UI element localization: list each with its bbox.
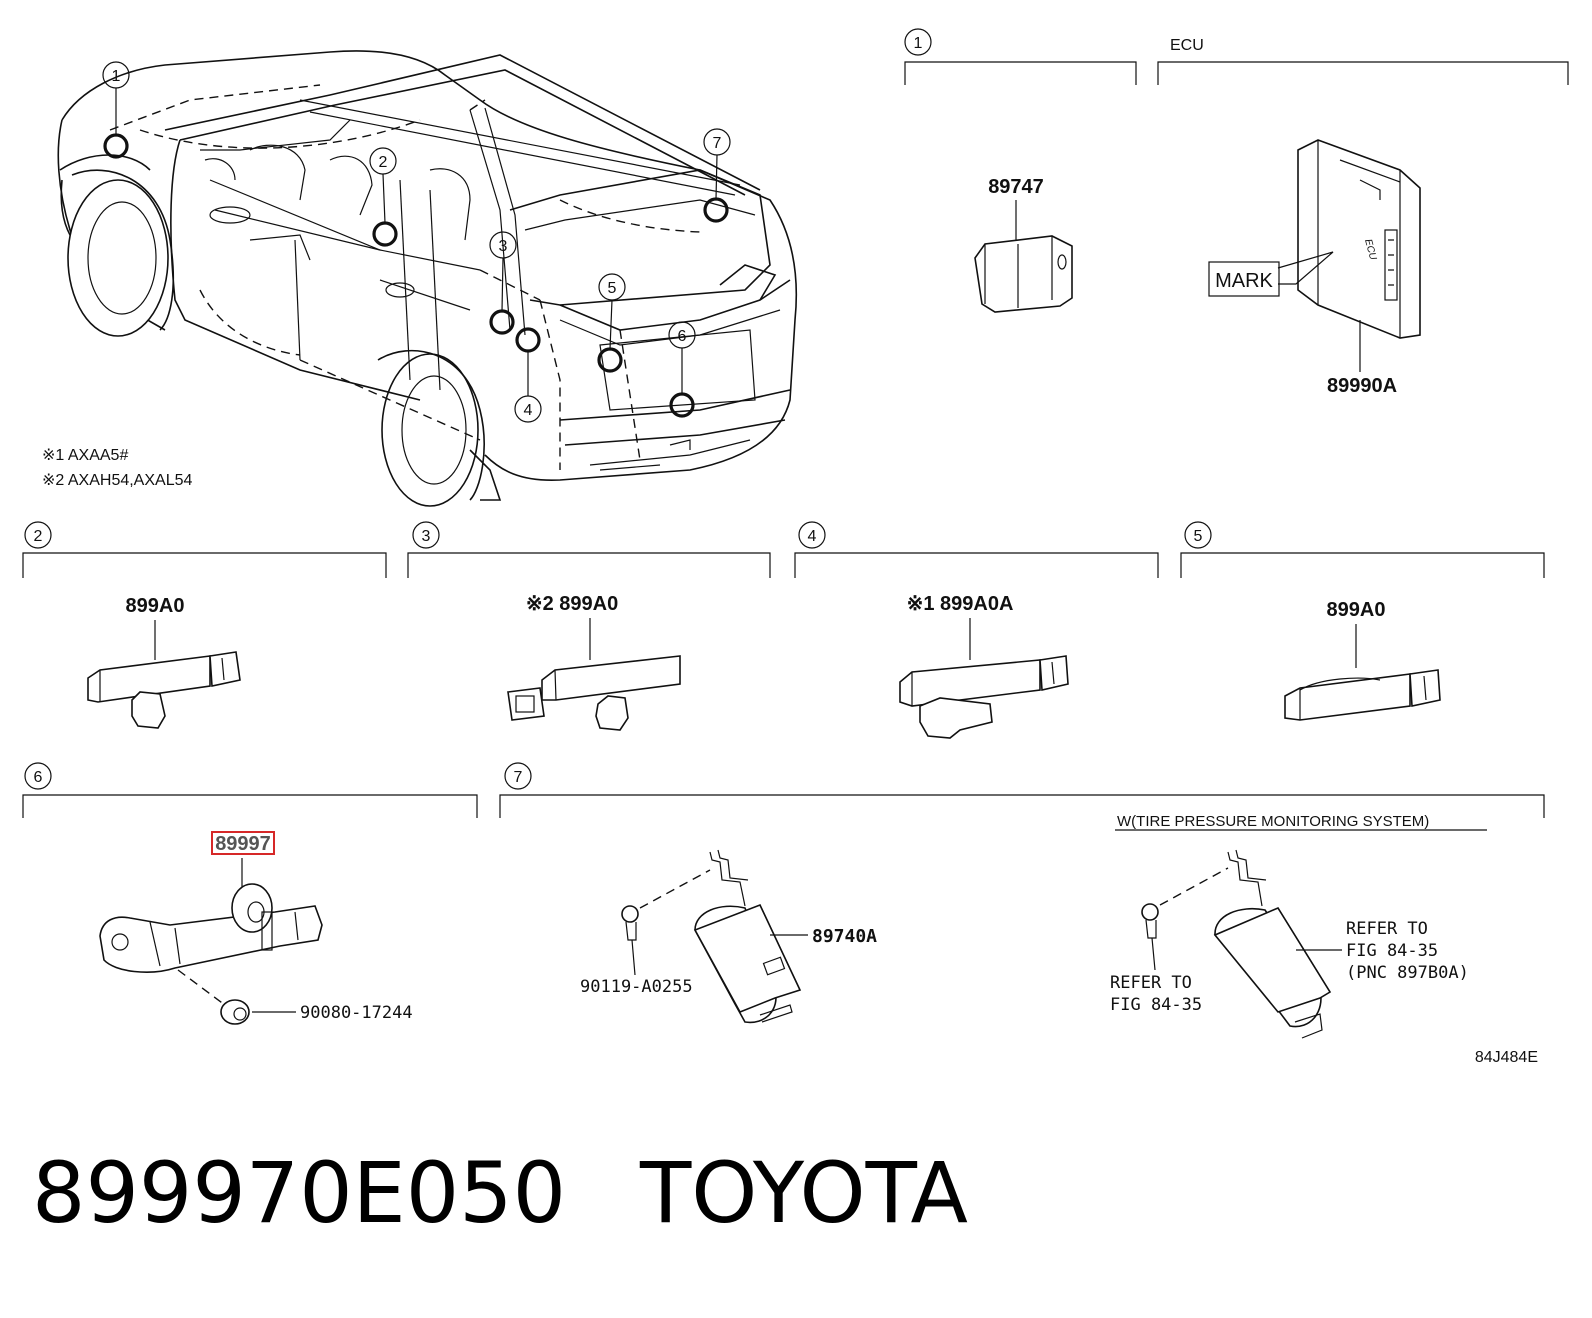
svg-text:3: 3 xyxy=(422,528,431,545)
part-89990a-label: 89990A xyxy=(1327,375,1397,397)
part-899a0-label-2: 899A0 xyxy=(126,595,185,617)
refer-right-line3: (PNC 897B0A) xyxy=(1346,963,1469,983)
svg-text:ECU: ECU xyxy=(1362,238,1378,262)
svg-text:7: 7 xyxy=(713,135,722,152)
part-90080-label: 90080-17244 xyxy=(300,1003,413,1023)
antenna-899a0-2 xyxy=(87,651,241,729)
svg-text:4: 4 xyxy=(808,528,817,545)
antenna-899a0-5 xyxy=(1284,669,1441,721)
antenna-899a0a-4 xyxy=(899,655,1069,739)
svg-text:5: 5 xyxy=(1194,528,1203,545)
callout-5: 5 xyxy=(598,273,626,301)
svg-text:1: 1 xyxy=(112,68,121,85)
svg-text:2: 2 xyxy=(34,528,43,545)
svg-text:6: 6 xyxy=(678,328,687,345)
callout-1: 1 xyxy=(102,61,130,89)
svg-text:3: 3 xyxy=(499,238,508,255)
svg-text:7: 7 xyxy=(514,769,523,786)
svg-text:2: 2 xyxy=(379,154,388,171)
part-89997-label: 89997 xyxy=(215,833,271,855)
bolt-90119 xyxy=(621,905,639,941)
refer-right-line1: REFER TO xyxy=(1346,919,1428,939)
section-7: 7 90119-A0255 89740A W(TIRE PRESSURE MON… xyxy=(499,762,1545,1039)
antenna-899a0-3 xyxy=(507,655,681,731)
vehicle-illustration: 1 2 3 4 5 6 7 ※1 AXAA5# ※2 AXAH54,AXAL54 xyxy=(42,50,798,507)
tpms-receiver-89740a xyxy=(693,849,802,1024)
section-3: 3 ※2 899A0 xyxy=(407,521,771,731)
part-899a0a-label-4: ※1 899A0A xyxy=(907,593,1014,615)
locator-7 xyxy=(703,197,729,223)
section-1: 1 ECU 89747 ECU MARK 89990A xyxy=(904,28,1569,397)
callout-6: 6 xyxy=(668,321,696,349)
tpms-receiver-right xyxy=(1213,849,1332,1039)
refer-left-line1: REFER TO xyxy=(1110,973,1192,993)
section-5: 5 899A0 xyxy=(1180,521,1545,721)
note-2: ※2 AXAH54,AXAL54 xyxy=(42,472,192,489)
refer-right-line2: FIG 84-35 xyxy=(1346,941,1438,961)
ecu-module: ECU xyxy=(1297,139,1421,339)
svg-text:4: 4 xyxy=(524,402,533,419)
part-89747-label: 89747 xyxy=(988,176,1044,198)
mark-label: MARK xyxy=(1215,270,1273,292)
footer-brand: TOYOTA xyxy=(639,1144,968,1242)
svg-text:1: 1 xyxy=(914,35,923,52)
sensor-89997 xyxy=(99,883,323,973)
note-1: ※1 AXAA5# xyxy=(42,447,128,464)
callout-3: 3 xyxy=(489,231,517,259)
callout-4: 4 xyxy=(514,395,542,423)
ecu-header: ECU xyxy=(1170,37,1204,54)
part-899a0-label-5: 899A0 xyxy=(1327,599,1386,621)
part-89747-module xyxy=(974,235,1073,313)
clip-90080 xyxy=(220,999,250,1025)
locator-1 xyxy=(103,133,129,159)
locator-2 xyxy=(372,221,398,247)
callout-2: 2 xyxy=(369,147,397,175)
diagram-code: 84J484E xyxy=(1475,1049,1538,1066)
highlight-box xyxy=(211,831,275,855)
tpms-title: W(TIRE PRESSURE MONITORING SYSTEM) xyxy=(1117,813,1429,830)
part-90119-label: 90119-A0255 xyxy=(580,977,693,997)
callout-7: 7 xyxy=(703,128,731,156)
section-6: 6 89997 90080-17244 xyxy=(22,762,478,1025)
section-2: 2 899A0 xyxy=(22,521,387,729)
part-89740a-label: 89740A xyxy=(812,926,877,947)
section-4: 4 ※1 899A0A xyxy=(794,521,1159,739)
svg-text:6: 6 xyxy=(34,769,43,786)
svg-text:5: 5 xyxy=(608,280,617,297)
part-899a0-label-3: ※2 899A0 xyxy=(526,593,618,615)
footer-part-number: 899970E050 xyxy=(32,1144,566,1242)
locator-4 xyxy=(515,327,541,353)
refer-left-line2: FIG 84-35 xyxy=(1110,995,1202,1015)
bolt-right xyxy=(1141,903,1159,939)
